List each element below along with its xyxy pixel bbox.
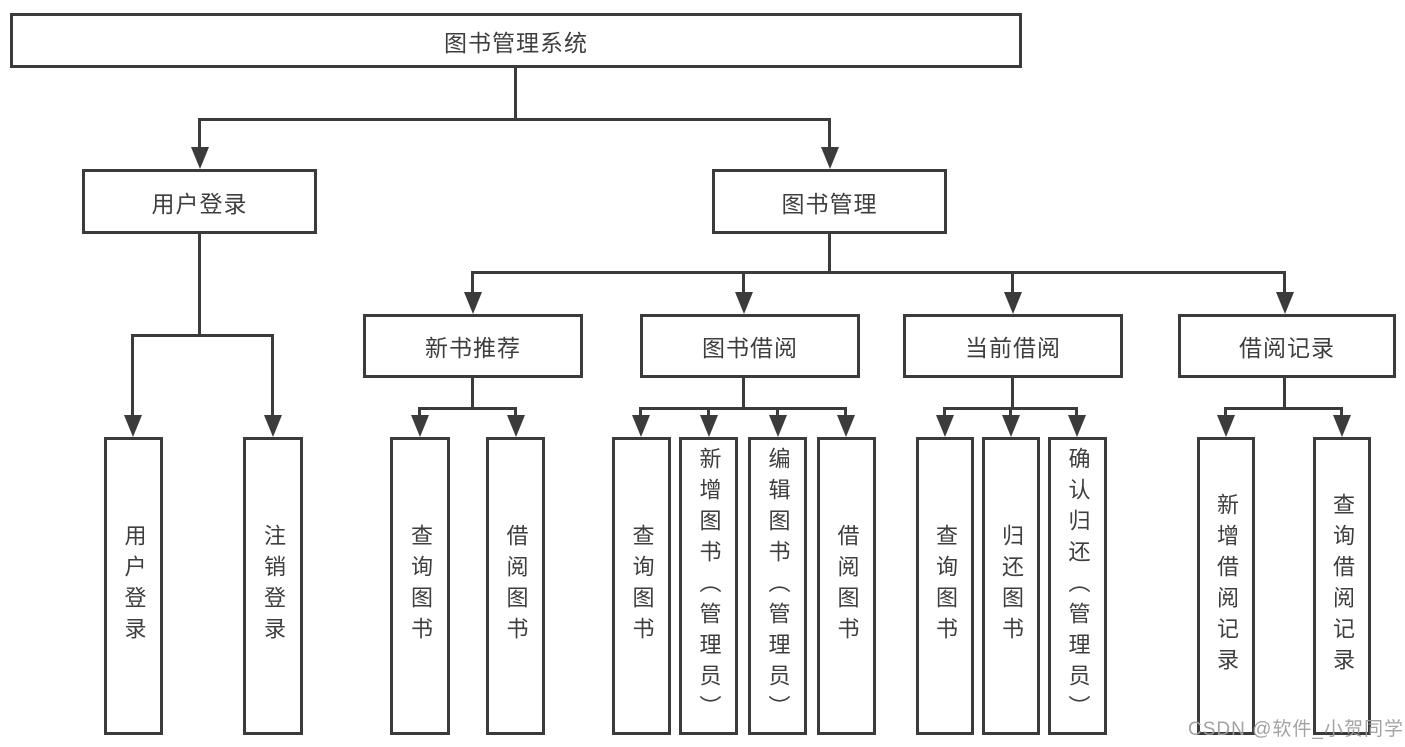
leaf-newrec-borrow-books: 借阅图书 — [486, 437, 545, 735]
arrow-to-newrec-query — [411, 415, 429, 437]
node-current-borrow: 当前借阅 — [903, 314, 1123, 378]
connector-borrow-stem — [742, 378, 745, 410]
node-user-login: 用户登录 — [82, 169, 317, 234]
arrow-to-borrow-add — [700, 415, 718, 437]
leaf-current-return-books: 归还图书 — [982, 437, 1040, 735]
arrow-to-current-confirm — [1068, 415, 1086, 437]
connector-bookmgmt-stem — [828, 234, 831, 273]
connector-records-rail — [1224, 407, 1342, 410]
node-book-borrow-label: 图书借阅 — [702, 335, 798, 361]
leaf-user-login-label: 用户登录 — [121, 524, 147, 648]
connector-to-borrow-records — [1283, 271, 1286, 294]
leaf-current-query-books: 查询图书 — [916, 437, 974, 735]
connector-to-borrow-add — [707, 407, 710, 419]
arrow-to-current-query — [936, 415, 954, 437]
arrow-to-book-borrow — [735, 292, 753, 314]
leaf-records-add-record-label: 新增借阅记录 — [1214, 493, 1239, 679]
arrow-to-leaf-logout — [264, 415, 282, 437]
connector-userlogin-rail — [131, 334, 274, 337]
connector-to-new-book-recommend — [471, 271, 474, 294]
connector-to-book-borrow — [742, 271, 745, 294]
connector-userlogin-stem — [198, 234, 201, 337]
node-root: 图书管理系统 — [10, 13, 1022, 68]
arrow-to-newrec-borrow — [507, 415, 525, 437]
connector-to-current-query — [943, 407, 946, 419]
leaf-records-query-record: 查询借阅记录 — [1313, 437, 1371, 735]
connector-to-leaf-logout — [271, 334, 274, 419]
connector-to-records-add — [1224, 407, 1227, 419]
node-new-book-recommend: 新书推荐 — [363, 314, 583, 378]
leaf-records-query-record-label: 查询借阅记录 — [1330, 493, 1355, 679]
leaf-borrow-borrow-books-label: 借阅图书 — [834, 524, 860, 648]
node-book-borrow: 图书借阅 — [640, 314, 860, 378]
leaf-borrow-query-books: 查询图书 — [612, 437, 671, 735]
node-new-book-recommend-label: 新书推荐 — [425, 335, 521, 361]
arrow-to-borrow-records — [1276, 292, 1294, 314]
arrow-to-leaf-user-login — [124, 415, 142, 437]
node-user-login-label: 用户登录 — [151, 190, 248, 217]
leaf-borrow-borrow-books: 借阅图书 — [817, 437, 876, 735]
connector-to-borrow-borrow — [844, 407, 847, 419]
connector-to-newrec-query — [418, 407, 421, 419]
leaf-newrec-query-books: 查询图书 — [390, 437, 450, 735]
arrow-to-borrow-query — [632, 415, 650, 437]
connector-root-stem — [514, 68, 517, 120]
leaf-user-login: 用户登录 — [104, 437, 163, 735]
arrow-to-current-borrow — [1004, 292, 1022, 314]
connector-to-book-management — [828, 118, 831, 151]
leaf-borrow-edit-books-admin-label: 编辑图书（管理员） — [765, 446, 791, 726]
node-book-management: 图书管理 — [712, 169, 947, 234]
connector-to-user-login — [198, 118, 201, 151]
connector-newrec-rail — [418, 407, 517, 410]
leaf-borrow-query-books-label: 查询图书 — [629, 524, 655, 648]
node-current-borrow-label: 当前借阅 — [965, 335, 1061, 361]
connector-to-records-query — [1340, 407, 1343, 419]
arrow-to-borrow-borrow — [837, 415, 855, 437]
connector-to-leaf-user-login — [131, 334, 134, 419]
connector-to-current-borrow — [1011, 271, 1014, 294]
arrow-to-book-management — [821, 147, 839, 169]
connector-to-borrow-edit — [776, 407, 779, 419]
connector-records-stem — [1283, 378, 1286, 410]
arrow-to-records-query — [1333, 415, 1351, 437]
leaf-current-return-books-label: 归还图书 — [999, 524, 1024, 648]
node-borrow-records-label: 借阅记录 — [1239, 335, 1335, 361]
connector-bookmgmt-rail — [471, 271, 1286, 274]
leaf-current-confirm-return-admin-label: 确认归还（管理员） — [1065, 446, 1091, 726]
leaf-newrec-borrow-books-label: 借阅图书 — [503, 524, 529, 648]
connector-to-current-confirm — [1075, 407, 1078, 419]
leaf-current-confirm-return-admin: 确认归还（管理员） — [1048, 437, 1107, 735]
leaf-borrow-add-books-admin-label: 新增图书（管理员） — [696, 446, 722, 726]
arrow-to-current-return — [1002, 415, 1020, 437]
connector-root-rail — [198, 118, 831, 121]
arrow-to-records-add — [1217, 415, 1235, 437]
arrow-to-new-book-recommend — [464, 292, 482, 314]
csdn-watermark: CSDN @软件_小贺同学 — [1188, 719, 1404, 740]
connector-current-stem — [1011, 378, 1014, 410]
leaf-current-query-books-label: 查询图书 — [933, 524, 958, 648]
arrow-to-user-login — [191, 147, 209, 169]
arrow-to-borrow-edit — [769, 415, 787, 437]
node-borrow-records: 借阅记录 — [1178, 314, 1396, 378]
node-book-management-label: 图书管理 — [781, 190, 878, 217]
leaf-records-add-record: 新增借阅记录 — [1197, 437, 1255, 735]
connector-newrec-stem — [471, 378, 474, 410]
connector-to-current-return — [1009, 407, 1012, 419]
leaf-borrow-edit-books-admin: 编辑图书（管理员） — [748, 437, 807, 735]
leaf-borrow-add-books-admin: 新增图书（管理员） — [679, 437, 738, 735]
leaf-newrec-query-books-label: 查询图书 — [408, 524, 433, 648]
connector-to-newrec-borrow — [514, 407, 517, 419]
leaf-logout-label: 注销登录 — [261, 524, 286, 648]
node-root-label: 图书管理系统 — [444, 29, 588, 56]
connector-borrow-rail — [639, 407, 847, 410]
leaf-logout: 注销登录 — [243, 437, 303, 735]
connector-to-borrow-query — [639, 407, 642, 419]
